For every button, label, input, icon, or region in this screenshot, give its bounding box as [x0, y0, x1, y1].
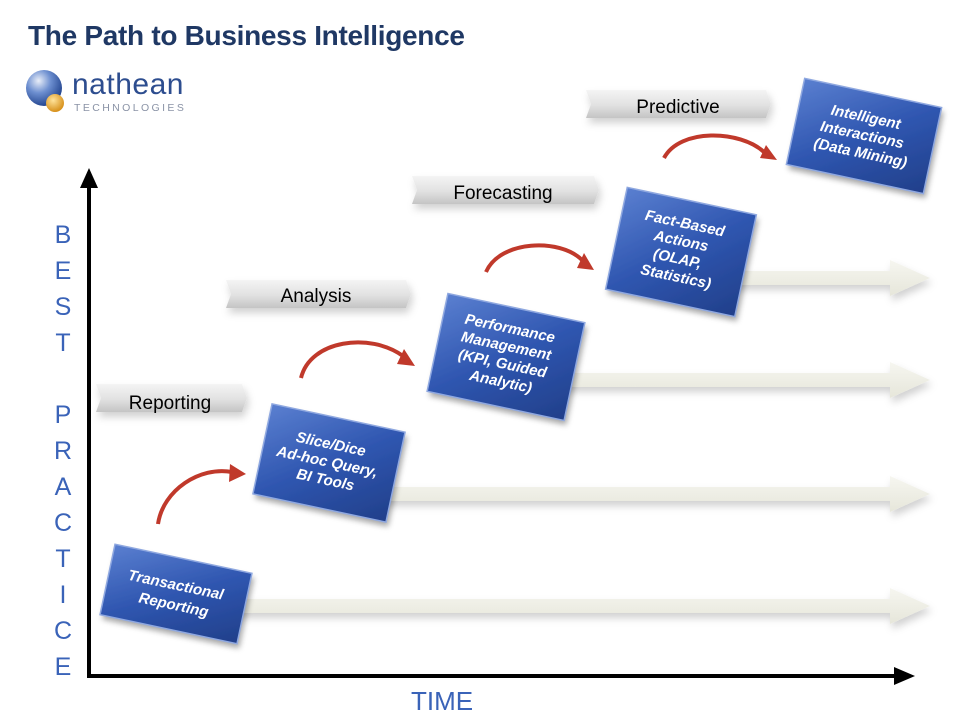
timeline-arrow-row-1 — [230, 588, 930, 624]
stage-box-intelligent-interactions: Intelligent Interactions (Data Mining) — [785, 77, 943, 195]
stage-box-fact-based-actions: Fact-Based Actions (OLAP, Statistics) — [604, 186, 758, 318]
y-axis-letter: A — [54, 473, 72, 501]
curved-arrow-4 — [662, 133, 777, 160]
y-axis-letter: C — [53, 617, 73, 645]
page-title: The Path to Business Intelligence — [28, 20, 465, 51]
curved-arrow-3 — [484, 243, 594, 273]
curved-arrow-1 — [156, 464, 246, 525]
stage-box-transactional-reporting: Transactional Reporting — [99, 543, 253, 645]
company-logo: nathean TECHNOLOGIES — [24, 66, 214, 118]
timeline-arrow-row-2 — [380, 476, 930, 512]
logo-wordmark: nathean — [72, 68, 184, 101]
y-axis-letter: B — [54, 221, 72, 249]
y-axis-letter: P — [54, 401, 72, 429]
y-axis-letter: R — [53, 437, 73, 465]
curved-arrow-2 — [299, 340, 415, 379]
y-axis-letter: T — [55, 545, 71, 573]
stage-box-performance-management: Performance Management (KPI, Guided Anal… — [426, 292, 586, 422]
stage-label-text: Predictive — [636, 97, 719, 118]
y-axis-letter: C — [53, 509, 73, 537]
y-axis-letter: E — [54, 257, 72, 285]
logo-tagline: TECHNOLOGIES — [74, 102, 187, 114]
x-axis-label: TIME — [411, 686, 474, 716]
stage-box-slice-dice: Slice/Dice Ad-hoc Query, BI Tools — [252, 402, 406, 524]
stage-label-text: Forecasting — [453, 183, 552, 204]
timeline-arrow-row-3 — [540, 362, 930, 398]
x-axis — [87, 667, 915, 685]
stage-label-analysis: Analysis — [226, 280, 411, 308]
y-axis-letter: E — [54, 653, 72, 681]
timeline-arrow-row-4 — [720, 260, 930, 296]
y-axis-letter: S — [54, 293, 72, 321]
y-axis — [80, 168, 98, 676]
stage-label-forecasting: Forecasting — [412, 176, 599, 204]
stage-label-reporting: Reporting — [96, 384, 247, 414]
y-axis-letter: T — [55, 329, 71, 357]
stage-label-text: Analysis — [281, 286, 352, 307]
logo-sphere-icon — [26, 70, 64, 112]
stage-label-predictive: Predictive — [586, 90, 771, 118]
y-axis-label: B E S T P R A C T I C E — [52, 217, 74, 685]
stage-label-text: Reporting — [129, 393, 211, 414]
y-axis-letter: I — [59, 581, 67, 609]
y-axis-letter — [52, 361, 74, 397]
